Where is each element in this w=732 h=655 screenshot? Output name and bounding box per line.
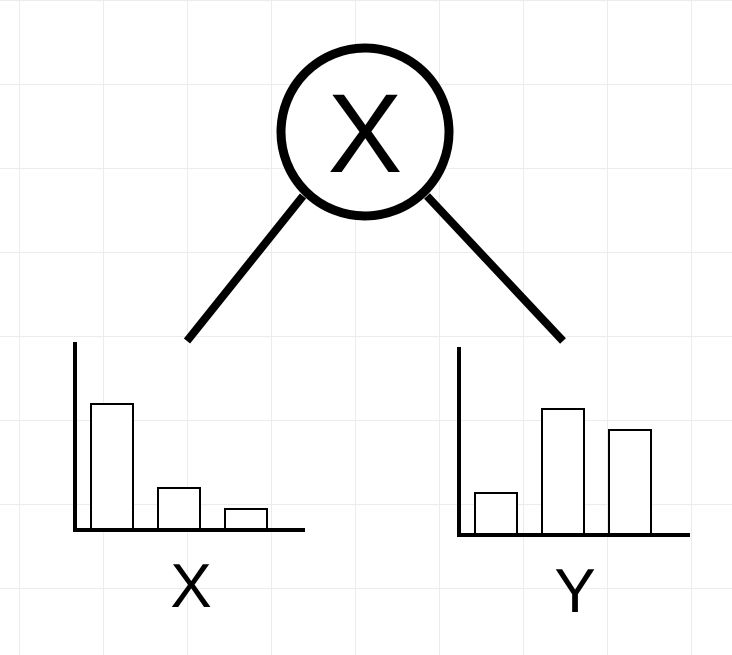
root-node-label: X [328,71,403,196]
right-histogram-bar-3 [608,429,652,536]
left-histogram: X [73,342,305,621]
right-histogram-bar-2 [541,408,585,536]
left-histogram-bar-1 [90,403,134,531]
right-histogram-bar-1 [474,492,518,536]
right-histogram: Y [457,347,690,626]
left-branch-line [183,193,307,344]
root-node-circle [276,43,454,221]
right-branch-line [424,193,566,344]
left-histogram-label: X [170,552,211,621]
left-histogram-bar-3 [224,508,268,531]
left-histogram-bar-2 [157,487,201,531]
right-histogram-label: Y [554,557,595,626]
